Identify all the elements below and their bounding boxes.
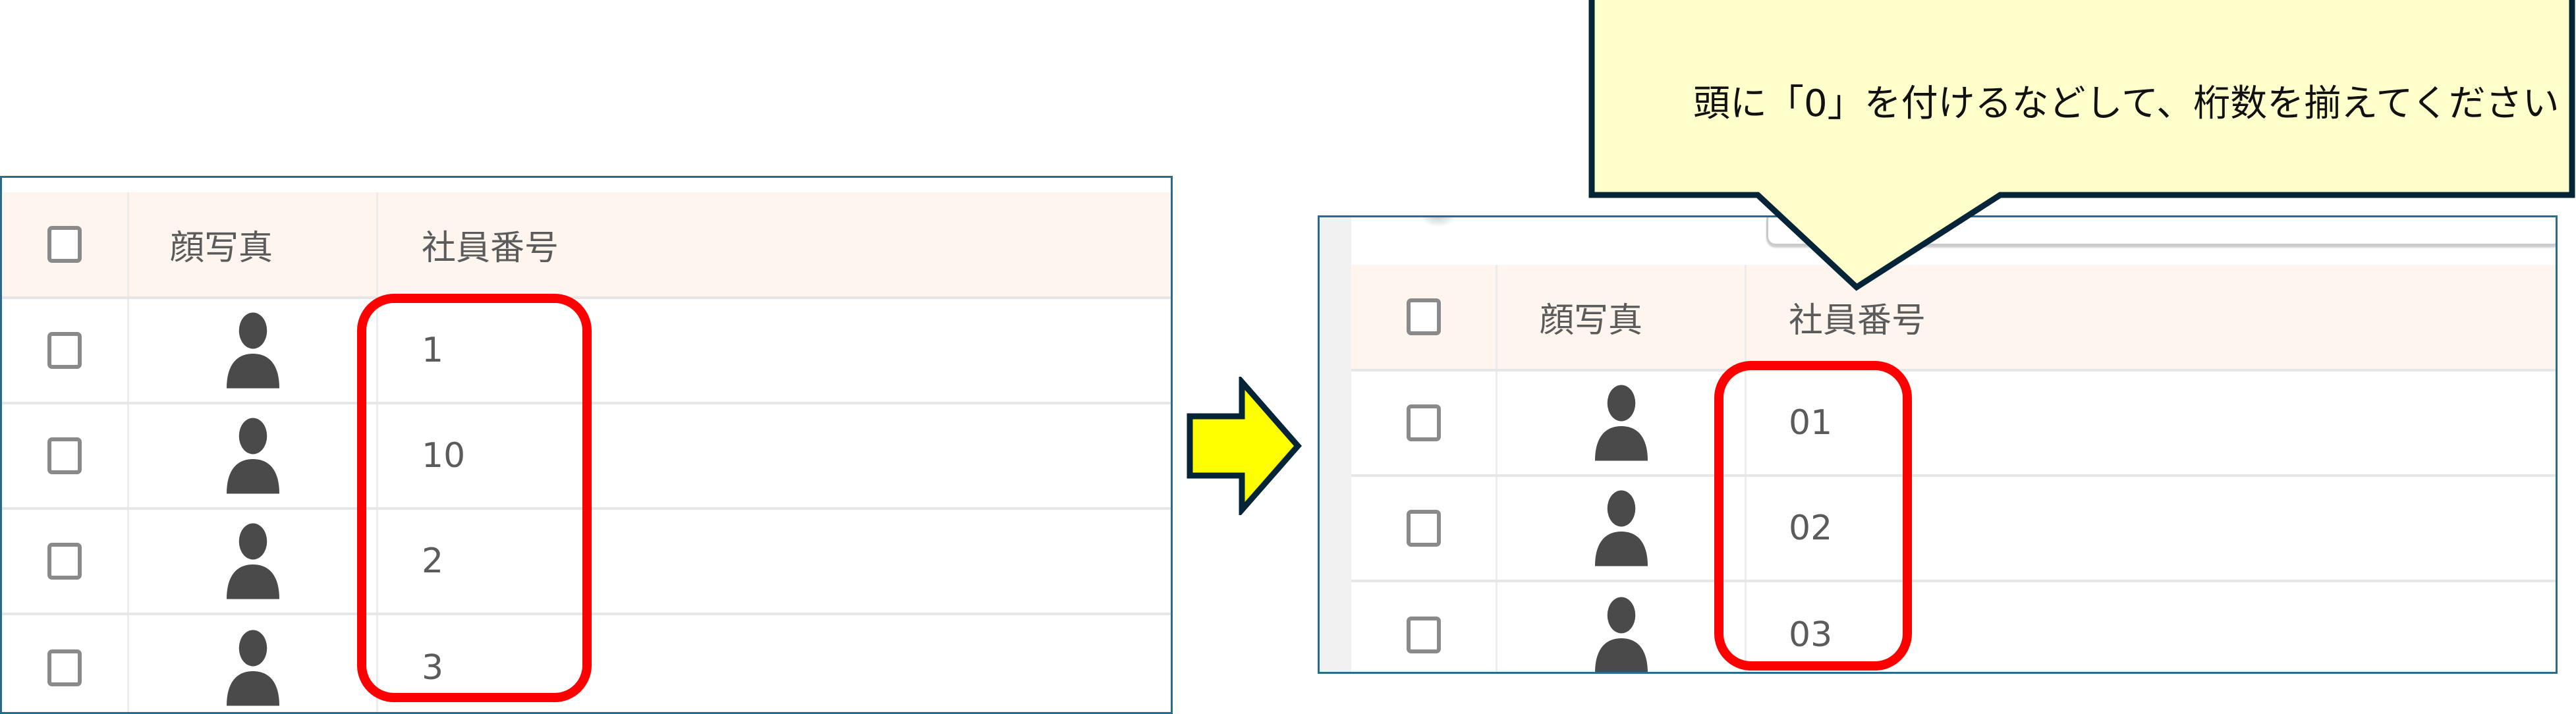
- person-icon: [226, 418, 279, 494]
- row-checkbox[interactable]: [1406, 404, 1441, 441]
- person-icon: [1594, 597, 1648, 672]
- employee-id-value: 03: [1789, 615, 1833, 655]
- employee-id-value: 01: [1789, 403, 1833, 443]
- employee-id-value: 3: [422, 648, 444, 688]
- right-arrow-icon: [1187, 377, 1302, 515]
- before-highlight-box: [357, 294, 592, 702]
- person-icon: [226, 630, 279, 706]
- sidebar-strip: [1320, 217, 1351, 672]
- after-highlight-box: [1714, 361, 1912, 671]
- table-row[interactable]: 01: [1351, 371, 2556, 477]
- person-icon: [1594, 490, 1648, 566]
- row-checkbox[interactable]: [1406, 617, 1441, 653]
- row-checkbox[interactable]: [47, 543, 82, 580]
- row-checkbox[interactable]: [1406, 510, 1441, 547]
- employee-id-value: 2: [422, 541, 444, 581]
- row-checkbox[interactable]: [47, 332, 82, 369]
- after-table-panel: 顔写真 社員番号 01 02 03: [1318, 215, 2558, 674]
- person-icon: [1594, 385, 1648, 461]
- callout-bubble: [1588, 0, 2575, 291]
- table-header-row: 顔写真 社員番号: [2, 192, 1171, 299]
- column-header-employee-id[interactable]: 社員番号: [1789, 300, 1926, 341]
- employee-id-value: 02: [1789, 508, 1833, 548]
- employee-id-value: 10: [422, 436, 466, 476]
- column-header-photo[interactable]: 顔写真: [170, 228, 273, 268]
- person-icon: [226, 523, 279, 599]
- select-all-checkbox[interactable]: [47, 226, 82, 263]
- row-checkbox[interactable]: [47, 437, 82, 474]
- column-header-employee-id[interactable]: 社員番号: [422, 228, 559, 268]
- table-row[interactable]: 3: [2, 615, 1171, 712]
- table-header-row: 顔写真 社員番号: [1351, 265, 2556, 371]
- column-header-photo[interactable]: 顔写真: [1540, 300, 1643, 341]
- select-all-checkbox[interactable]: [1406, 298, 1441, 335]
- employee-id-value: 1: [422, 331, 444, 370]
- table-row[interactable]: 03: [1351, 582, 2556, 672]
- row-checkbox[interactable]: [47, 649, 82, 686]
- callout-text: 頭に「0」を付けるなどして、桁数を揃えてください: [1693, 82, 2560, 125]
- table-row[interactable]: 02: [1351, 477, 2556, 582]
- person-icon: [226, 312, 279, 389]
- toolbar-button-shadow: [1418, 217, 1458, 227]
- search-input[interactable]: [1766, 217, 2556, 246]
